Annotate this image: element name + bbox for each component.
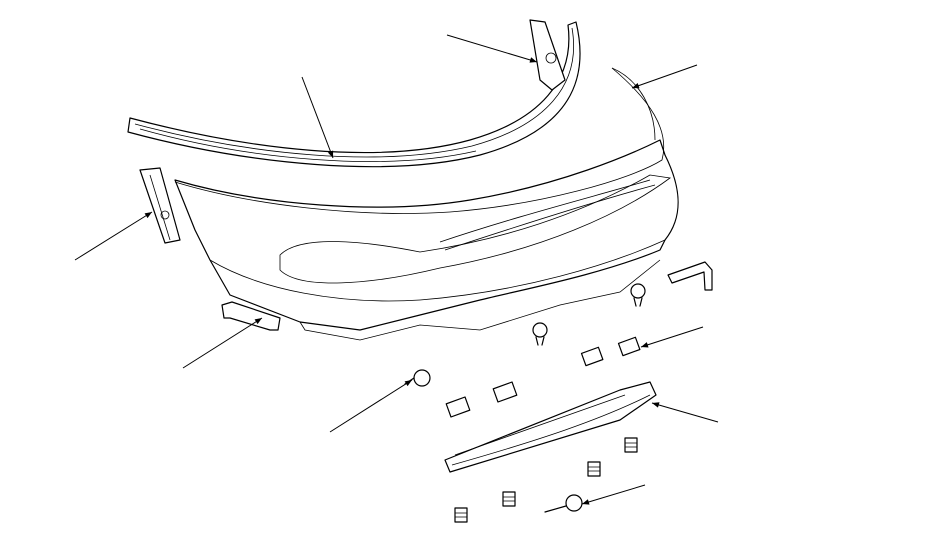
bumper-cover [174,67,679,341]
push-clip [404,369,431,387]
screw [624,437,638,453]
clip [445,396,471,418]
push-clip [532,322,548,346]
push-clip [544,494,583,513]
screw [454,507,468,523]
right-trim-piece [667,261,713,291]
top-bracket [529,19,566,91]
leader-arrow [446,34,538,63]
leader-arrow [74,211,153,261]
leader-arrow [301,76,334,159]
leader-arrow [651,402,719,423]
side-bracket [139,167,181,244]
leader-arrow [640,326,704,348]
clip [617,336,641,357]
clip [492,381,518,403]
clip [580,346,604,367]
left-trim-piece [221,301,281,331]
screw [502,491,516,507]
push-clip [630,283,646,307]
upper-trim-strip [127,21,581,168]
screw [587,461,601,477]
leader-arrow [631,64,698,89]
leader-arrow [329,379,413,433]
leader-arrow [182,317,263,369]
lower-spoiler [444,381,657,473]
leader-arrow [581,484,646,505]
